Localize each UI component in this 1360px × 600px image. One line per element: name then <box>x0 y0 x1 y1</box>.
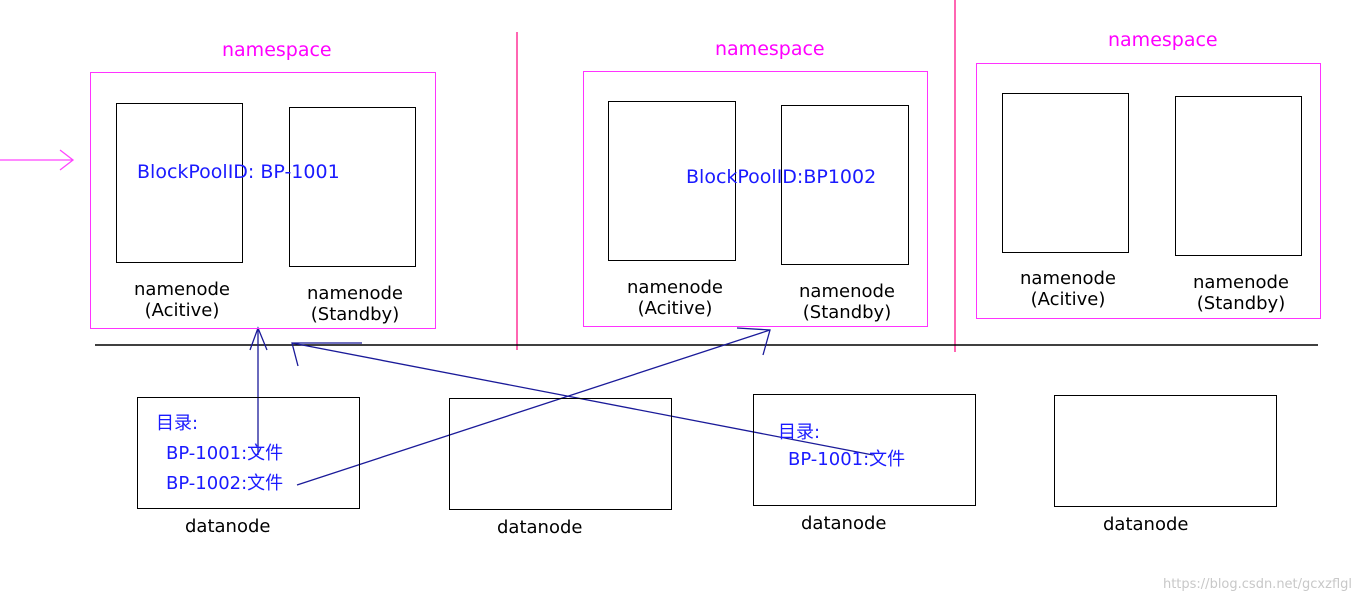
datanode-dir-line: BP-1001:文件 <box>788 449 906 470</box>
namenode-standby-label: namenode (Standby) <box>307 283 403 325</box>
datanode-box <box>137 397 360 509</box>
datanode-label: datanode <box>497 517 583 538</box>
datanode-dir-line: BP-1001:文件 <box>166 443 284 464</box>
watermark-text: https://blog.csdn.net/gcxzflgl <box>1162 577 1352 592</box>
incoming-arrow <box>0 149 75 171</box>
namenode-standby-box <box>781 105 909 265</box>
namenode-standby-label: namenode (Standby) <box>1193 272 1289 314</box>
namenode-standby-box <box>1175 96 1302 256</box>
namenode-active-label: namenode (Acitive) <box>1020 268 1116 310</box>
namespace-label: namespace <box>222 39 332 61</box>
namespace-box <box>976 63 1321 319</box>
datanode-box <box>449 398 672 510</box>
datanode-box <box>1054 395 1277 507</box>
datanode-label: datanode <box>185 516 271 537</box>
datanode-dir-title: 目录: <box>156 413 199 434</box>
namespace-label: namespace <box>715 38 825 60</box>
namespace-label: namespace <box>1108 29 1218 51</box>
namespace-box <box>583 71 928 327</box>
datanode-label: datanode <box>801 513 887 534</box>
namenode-active-label: namenode (Acitive) <box>627 277 723 319</box>
namespace-box <box>90 72 436 329</box>
report-arrows <box>249 326 874 486</box>
namenode-standby-label: namenode (Standby) <box>799 281 895 323</box>
namenode-active-box <box>116 103 243 263</box>
namenode-active-label: namenode (Acitive) <box>134 279 230 321</box>
datanode-dir-line: BP-1002:文件 <box>166 473 284 494</box>
namenode-active-box <box>608 101 736 261</box>
blockpool-id-label: BlockPoolID: BP-1001 <box>137 161 340 183</box>
datanode-box <box>753 394 976 506</box>
datanode-dir-title: 目录: <box>778 422 821 443</box>
namenode-standby-box <box>289 107 416 267</box>
datanode-label: datanode <box>1103 514 1189 535</box>
namenode-active-box <box>1002 93 1129 253</box>
blockpool-id-label: BlockPoolID:BP1002 <box>686 166 877 188</box>
